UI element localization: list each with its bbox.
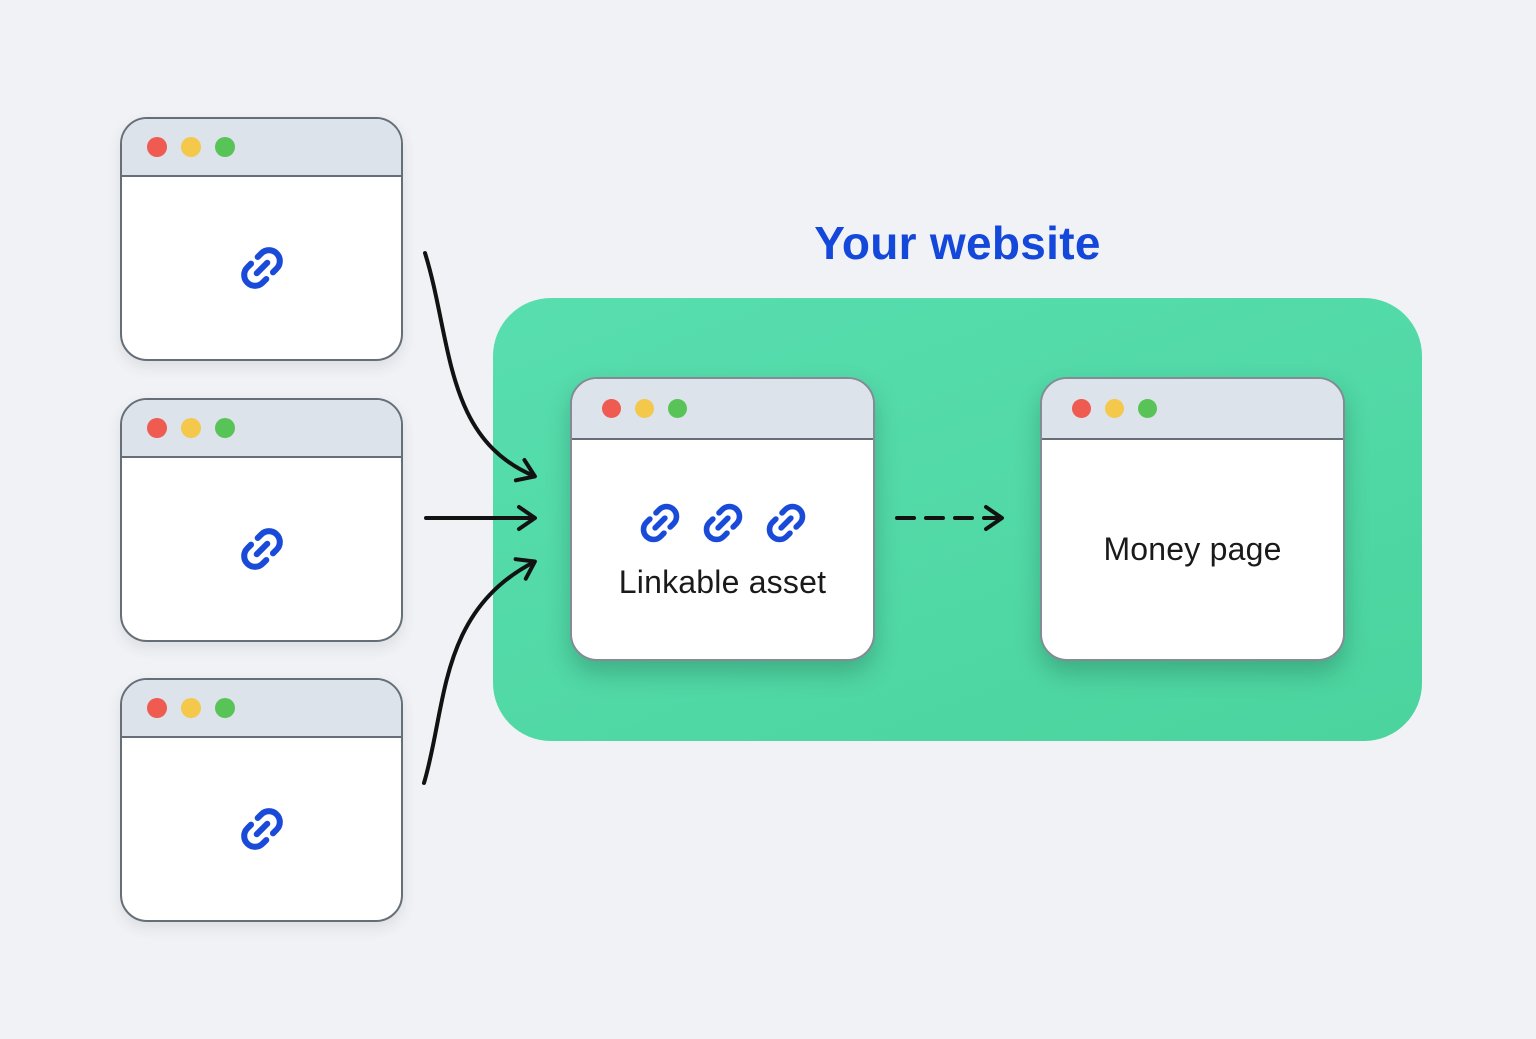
- window-dot-red-icon: [147, 418, 167, 438]
- window-body: Linkable asset: [572, 440, 873, 659]
- link-icon: [698, 498, 748, 548]
- window-dot-green-icon: [215, 137, 235, 157]
- money-page-label: Money page: [1103, 531, 1282, 567]
- window-titlebar: [122, 680, 401, 738]
- window-body: [122, 458, 401, 640]
- linkable-asset-window: Linkable asset: [570, 377, 875, 661]
- window-body: [122, 738, 401, 920]
- money-page-window: Money page: [1040, 377, 1345, 661]
- window-titlebar: [122, 119, 401, 177]
- window-titlebar: [122, 400, 401, 458]
- window-dot-green-icon: [668, 399, 687, 418]
- window-dot-green-icon: [215, 418, 235, 438]
- link-icon: [761, 498, 811, 548]
- link-icon: [635, 498, 685, 548]
- link-icon: [235, 241, 289, 295]
- external-site-window-3: [120, 678, 403, 922]
- link-icons-row: [635, 498, 811, 548]
- linkable-asset-label: Linkable asset: [618, 564, 827, 600]
- window-body: Money page: [1042, 440, 1343, 659]
- window-dot-red-icon: [1072, 399, 1091, 418]
- window-titlebar: [1042, 379, 1343, 440]
- window-dot-yellow-icon: [635, 399, 654, 418]
- window-dot-yellow-icon: [181, 137, 201, 157]
- window-dot-yellow-icon: [181, 698, 201, 718]
- external-site-window-1: [120, 117, 403, 361]
- window-dot-red-icon: [602, 399, 621, 418]
- window-titlebar: [572, 379, 873, 440]
- link-icon: [235, 522, 289, 576]
- window-body: [122, 177, 401, 359]
- window-dot-red-icon: [147, 137, 167, 157]
- link-icon: [235, 802, 289, 856]
- your-website-title: Your website: [814, 217, 1101, 269]
- window-dot-yellow-icon: [1105, 399, 1124, 418]
- window-dot-red-icon: [147, 698, 167, 718]
- window-dot-green-icon: [1138, 399, 1157, 418]
- external-site-window-2: [120, 398, 403, 642]
- window-dot-green-icon: [215, 698, 235, 718]
- window-dot-yellow-icon: [181, 418, 201, 438]
